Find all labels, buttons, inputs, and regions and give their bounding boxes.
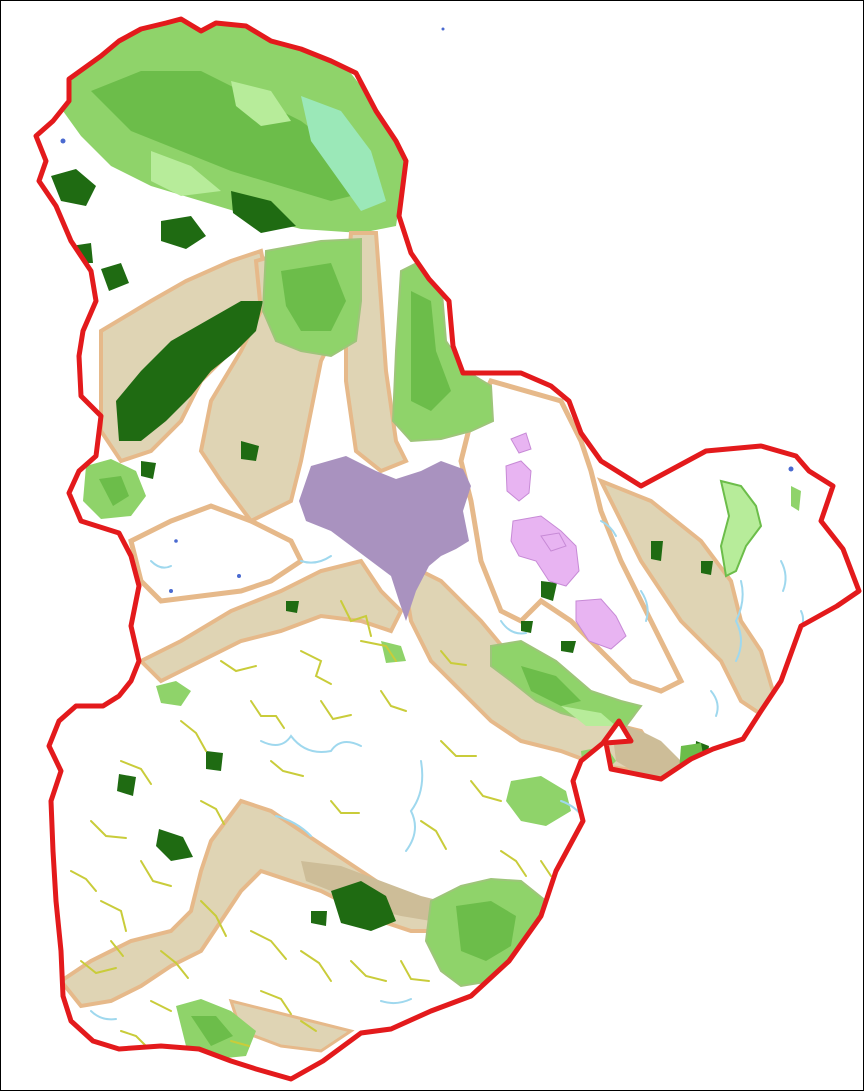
stray-mark (441, 27, 445, 31)
north-forest-belt (61, 19, 406, 233)
urban-area (299, 456, 471, 621)
lilac-patches (505, 432, 627, 650)
shrubland (70, 600, 552, 1047)
water-bodies (90, 520, 805, 1021)
dark-forest (51, 169, 713, 931)
region-boundary (33, 16, 862, 1082)
